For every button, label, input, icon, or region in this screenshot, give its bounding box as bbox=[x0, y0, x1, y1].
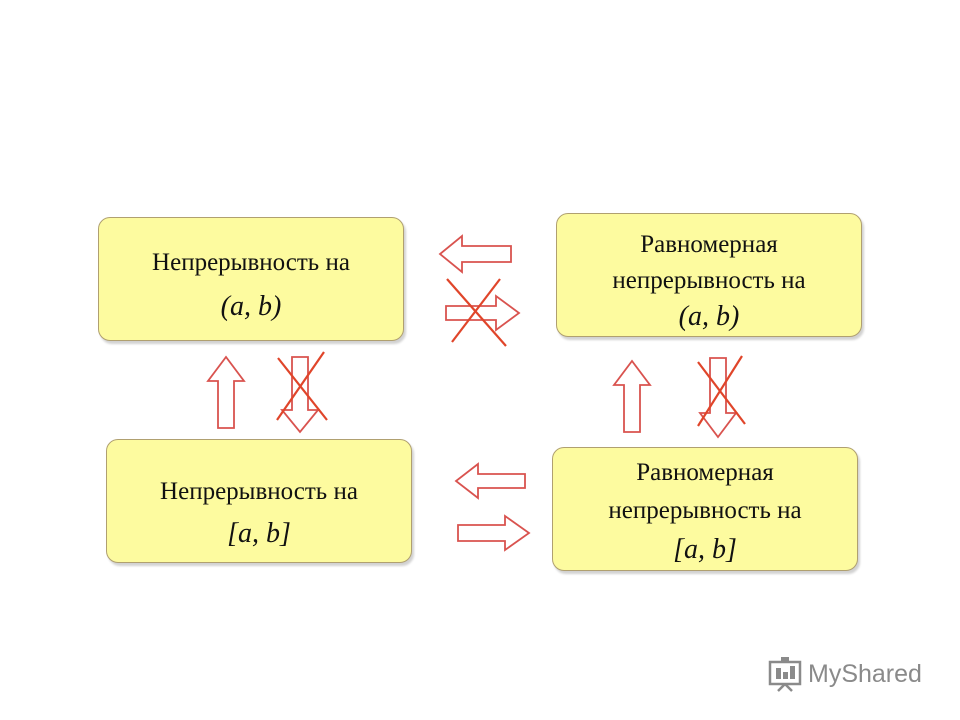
continuity-closed-interval-box: Непрерывность на [a, b] bbox=[106, 439, 412, 563]
box-label-line: Непрерывность на bbox=[152, 249, 350, 276]
box-label-line: непрерывность на bbox=[608, 497, 802, 524]
box-label-line: Равномерная bbox=[640, 231, 778, 258]
box-label-line: Равномерная bbox=[636, 459, 774, 486]
arrow-up-icon bbox=[206, 355, 246, 429]
interval-formula: [a, b] bbox=[673, 534, 737, 565]
cross-icon bbox=[697, 361, 746, 425]
cross-icon bbox=[276, 351, 325, 421]
arrow-left-icon bbox=[438, 234, 512, 274]
uniform-continuity-closed-interval-box: Равномерная непрерывность на [a, b] bbox=[552, 447, 858, 571]
cross-icon bbox=[697, 355, 743, 427]
arrow-right-icon bbox=[445, 294, 521, 332]
interval-formula: [a, b] bbox=[227, 518, 291, 549]
interval-formula: (a, b) bbox=[678, 301, 740, 332]
arrow-right-icon bbox=[457, 514, 531, 552]
interval-formula: (a, b) bbox=[220, 291, 282, 322]
watermark-text: MyShared bbox=[808, 660, 922, 688]
continuity-open-interval-box: Непрерывность на (a, b) bbox=[98, 217, 404, 341]
cross-icon bbox=[446, 278, 507, 347]
cross-icon bbox=[451, 278, 501, 343]
box-label-line: Непрерывность на bbox=[160, 478, 358, 505]
presentation-board-icon bbox=[768, 657, 802, 692]
arrow-down-icon bbox=[698, 357, 738, 439]
box-label-line: непрерывность на bbox=[612, 267, 806, 294]
uniform-continuity-open-interval-box: Равномерная непрерывность на (a, b) bbox=[556, 213, 862, 337]
arrow-left-icon bbox=[454, 462, 526, 500]
arrow-down-icon bbox=[280, 356, 320, 434]
cross-icon bbox=[277, 357, 328, 421]
arrow-up-icon bbox=[612, 359, 652, 433]
